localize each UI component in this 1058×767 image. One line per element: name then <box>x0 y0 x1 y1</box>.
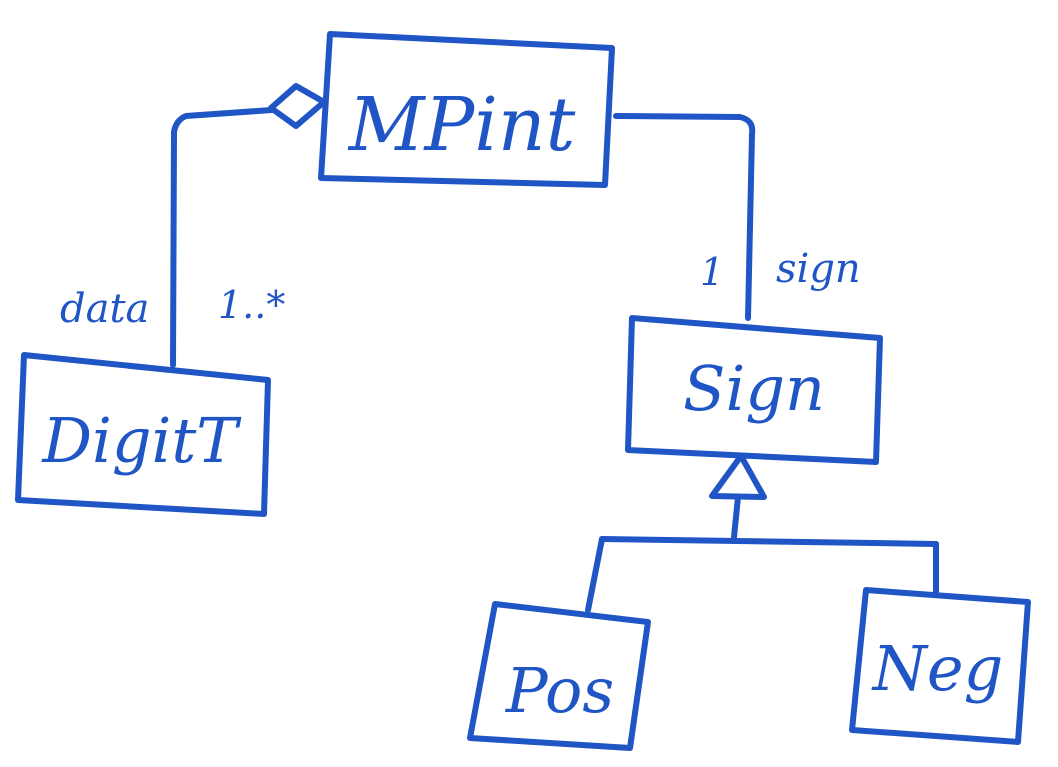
class-pos: Pos <box>467 601 651 751</box>
class-neg: Neg <box>849 587 1031 745</box>
generalization-bar <box>599 536 939 547</box>
aggregation-edge: data 1..* <box>60 83 327 368</box>
class-mpint-name: MPint <box>347 82 576 168</box>
class-neg-name: Neg <box>871 632 1004 705</box>
class-neg-box <box>849 587 1031 745</box>
aggregation-role: data <box>60 286 149 332</box>
class-sign: Sign <box>625 315 883 465</box>
generalization-triangle <box>709 453 767 500</box>
class-sign-name: Sign <box>683 352 825 425</box>
aggregation-line <box>170 107 275 368</box>
class-mpint-box <box>318 31 615 188</box>
generalization-edge <box>585 453 939 613</box>
aggregation-multiplicity: 1..* <box>218 283 285 327</box>
class-pos-box <box>467 601 651 751</box>
class-digit: DigitT <box>15 352 271 517</box>
class-pos-name: Pos <box>505 654 614 727</box>
class-sign-box <box>625 315 883 465</box>
association-multiplicity: 1 <box>700 250 724 294</box>
class-digit-name: DigitT <box>41 404 242 477</box>
association-line <box>613 113 756 321</box>
aggregation-diamond <box>268 83 327 129</box>
association-edge: 1 sign <box>613 113 861 321</box>
generalization-stem <box>731 494 741 540</box>
class-digit-box <box>15 352 271 517</box>
generalization-branch-pos <box>585 536 605 613</box>
class-mpint: MPint <box>318 31 615 188</box>
association-role: sign <box>776 246 861 292</box>
